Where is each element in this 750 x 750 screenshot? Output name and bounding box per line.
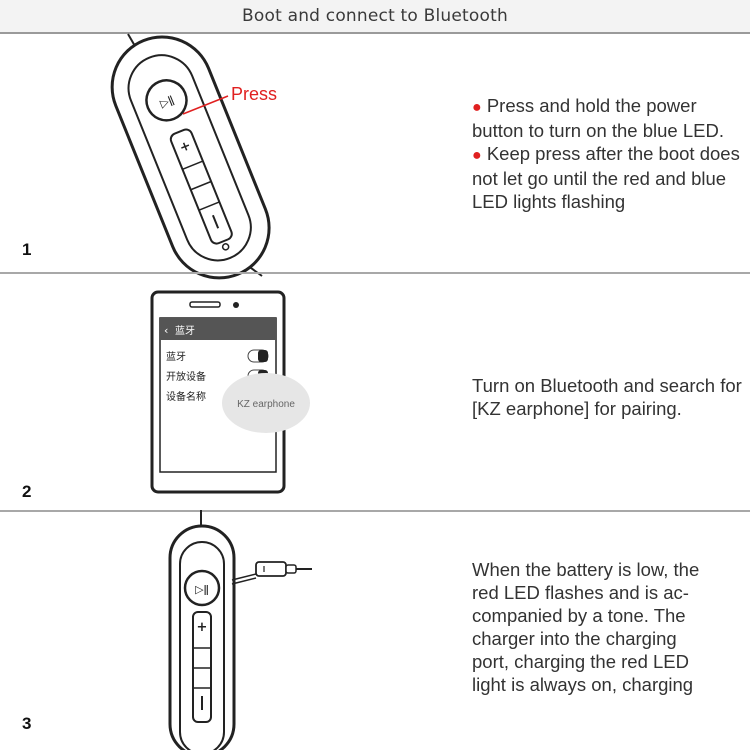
remote-control-illustration-1: ▷ǁ + Press [110, 33, 277, 280]
divider [0, 272, 750, 274]
svg-text:‹: ‹ [164, 324, 168, 337]
step-3-description: When the battery is low, the red LED fla… [472, 559, 700, 695]
page-title: Boot and connect to Bluetooth [242, 6, 508, 26]
bullet-dot-icon: ● [472, 99, 482, 116]
step-2-description: Turn on Bluetooth and search for [KZ ear… [472, 375, 742, 419]
svg-text:+: + [178, 138, 194, 156]
svg-text:开放设备: 开放设备 [166, 370, 206, 383]
step-1-bullet-2: ● Keep press after the boot does not let… [472, 143, 740, 212]
press-callout-label: Press [231, 84, 277, 104]
svg-text:蓝牙: 蓝牙 [175, 325, 195, 337]
step-1-section: ▷ǁ + Press ● Press and hold the power bu… [0, 33, 750, 280]
step-3-section: ▷ǁ + When the battery is low, the red LE… [0, 510, 750, 750]
power-button [145, 79, 188, 122]
page-header: Boot and connect to Bluetooth [0, 0, 750, 34]
svg-text:▷ǁ: ▷ǁ [195, 583, 209, 596]
step-1-number: 1 [22, 240, 32, 259]
bullet-dot-icon: ● [472, 147, 482, 164]
device-bubble [222, 373, 310, 433]
svg-text:蓝牙: 蓝牙 [166, 351, 186, 363]
step-1-bullet-1: ● Press and hold the power button to tur… [472, 95, 724, 141]
step-2-number: 2 [22, 482, 32, 501]
step-2-section: ‹ 蓝牙 蓝牙 开放设备 设备名称 KZ earphone Turn on Bl… [0, 274, 750, 510]
phone-illustration: ‹ 蓝牙 蓝牙 开放设备 设备名称 KZ earphone [150, 290, 310, 494]
divider [0, 510, 750, 512]
svg-text:设备名称: 设备名称 [166, 390, 206, 403]
usb-c-plug [255, 561, 287, 577]
svg-text:+: + [197, 620, 208, 635]
remote-control-illustration-3: ▷ǁ + [168, 510, 312, 750]
svg-text:KZ earphone: KZ earphone [237, 399, 295, 410]
press-callout-line [182, 95, 229, 115]
play-pause-button [183, 569, 221, 607]
step-3-number: 3 [22, 714, 32, 733]
step-1-description: ● Press and hold the power button to tur… [472, 94, 742, 213]
svg-text:▷ǁ: ▷ǁ [158, 93, 176, 110]
